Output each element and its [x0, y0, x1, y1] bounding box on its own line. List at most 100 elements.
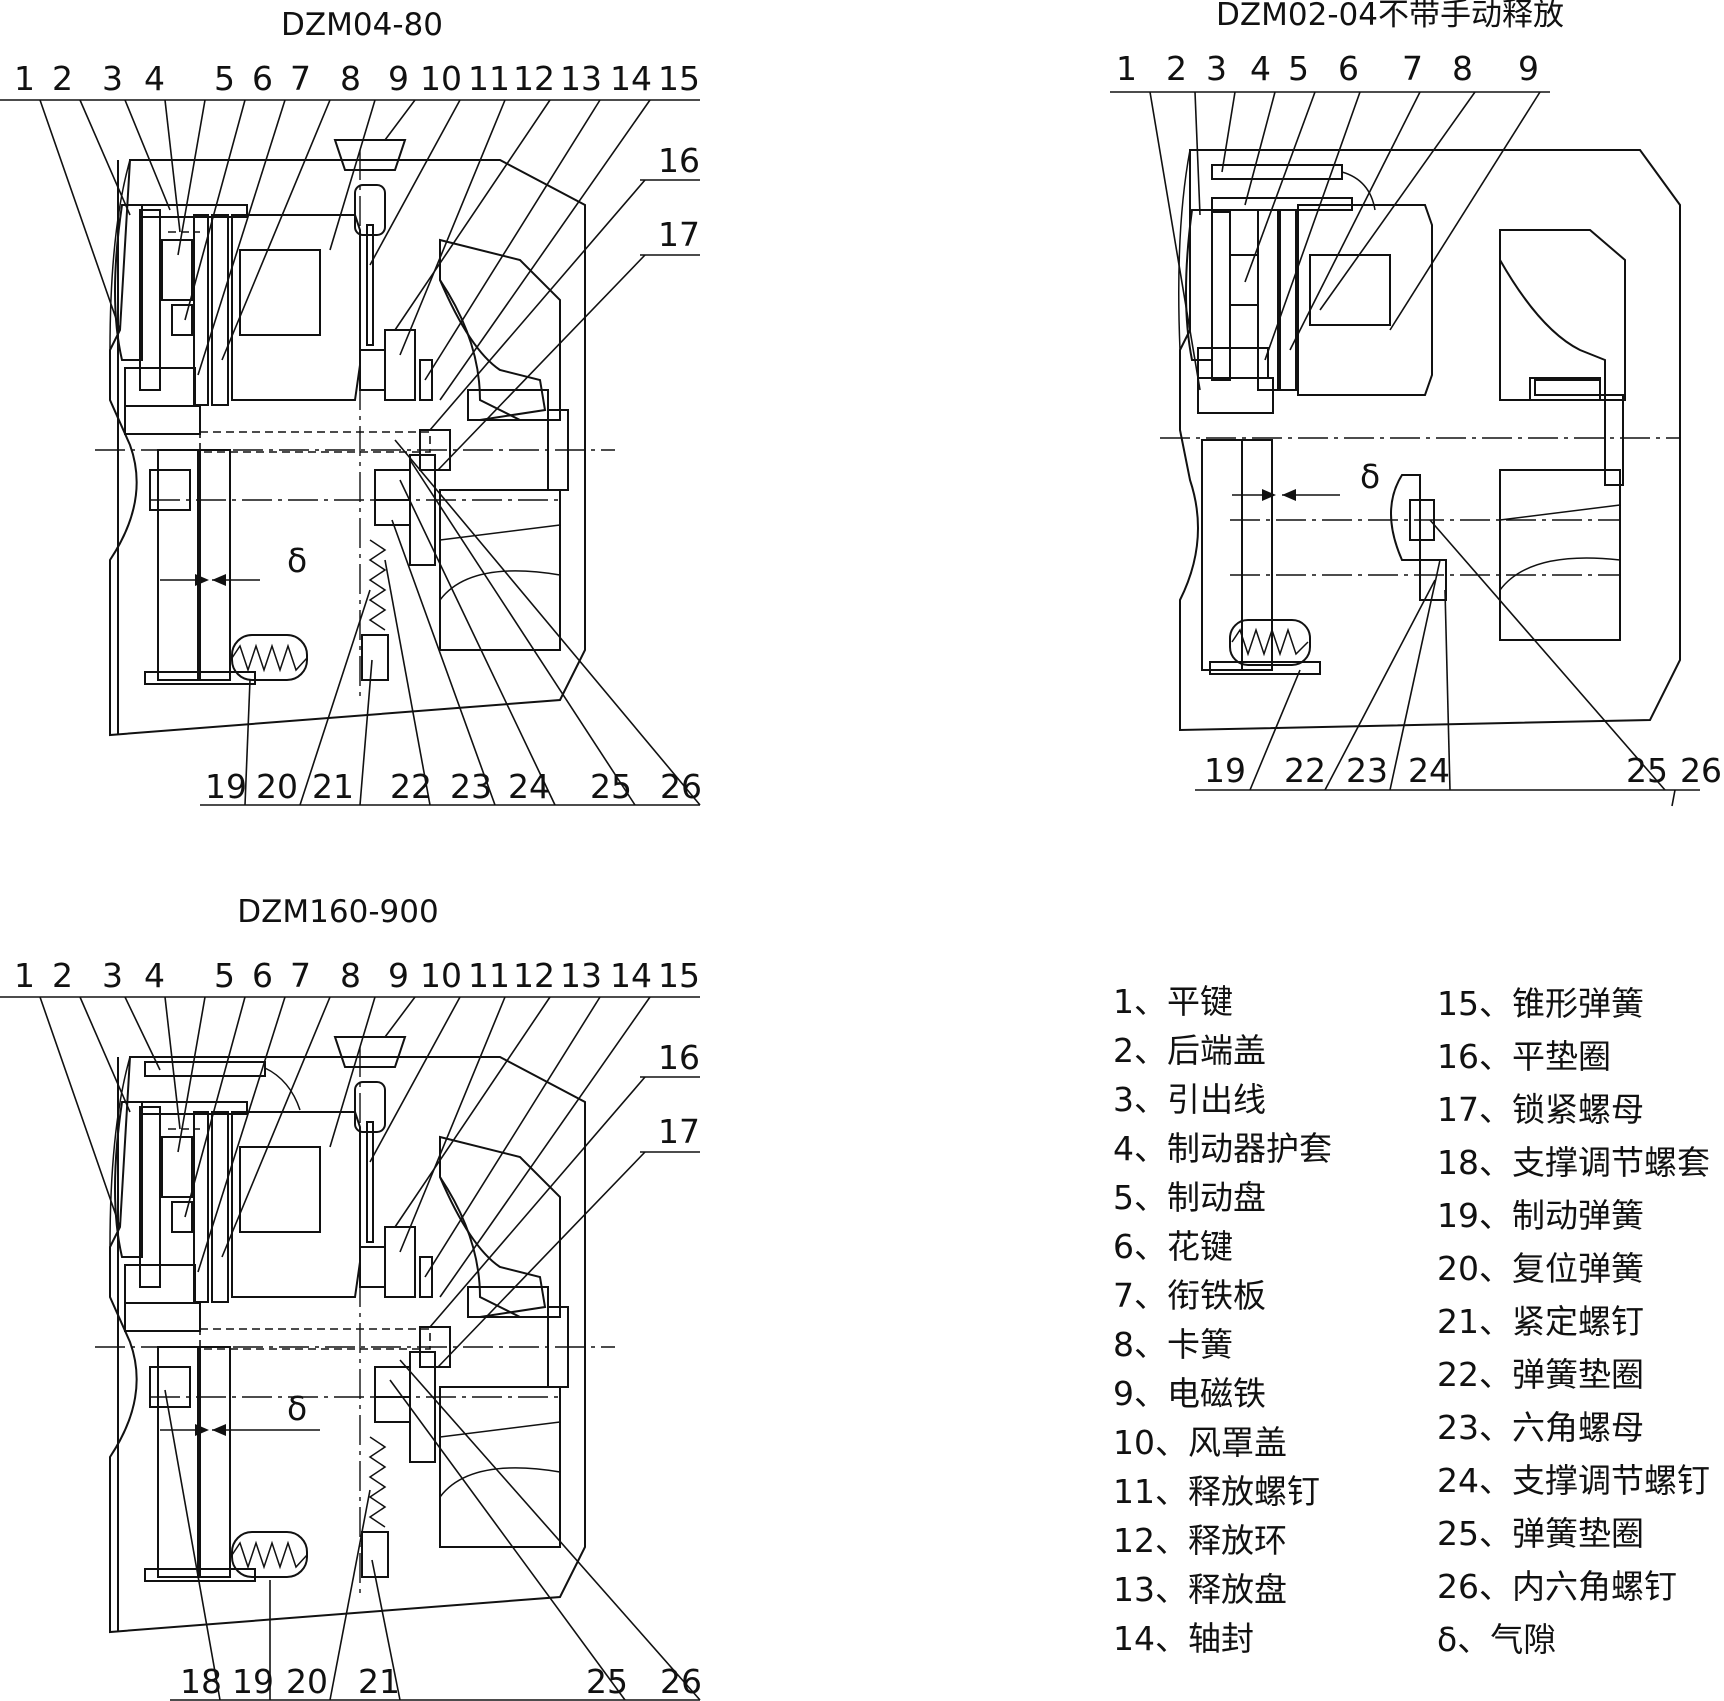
legend-item: 20、复位弹簧 [1437, 1249, 1644, 1288]
bottom-leader-lines [244, 439, 701, 806]
legend-item: 12、释放环 [1113, 1521, 1287, 1560]
part-label: 3 [1206, 49, 1227, 88]
part-label: 7 [290, 956, 311, 995]
part-label: 18 [180, 1662, 222, 1701]
brake-section-drawing [1160, 149, 1681, 732]
legend-item: 10、风罩盖 [1113, 1423, 1287, 1462]
diagram-title: DZM04-80 [281, 7, 443, 43]
part-label: 2 [52, 59, 73, 98]
legend-item: 22、弹簧垫圈 [1437, 1355, 1644, 1394]
part-label: 19 [1204, 751, 1246, 790]
legend-item: 9、电磁铁 [1113, 1374, 1266, 1413]
bottom-leader-lines [164, 1359, 701, 1701]
top-part-labels: 1 2 3 4 5 6 7 8 9 10 11 12 13 14 15 [14, 59, 700, 98]
diagram-dzm04-80: DZM04-80 1 2 3 4 5 6 7 8 9 10 11 12 13 1… [0, 7, 702, 806]
legend-item: 23、六角螺母 [1437, 1408, 1644, 1447]
top-part-labels: 1 2 3 4 5 6 7 8 9 10 11 12 13 14 15 [14, 956, 700, 995]
top-leader-lines [39, 996, 651, 1298]
part-label: 13 [560, 956, 602, 995]
part-label: 3 [102, 956, 123, 995]
legend-item: 26、内六角螺钉 [1437, 1567, 1677, 1606]
legend-item: 17、锁紧螺母 [1437, 1090, 1644, 1129]
diagram-dzm02-04: DZM02-04不带手动释放 [1110, 0, 1722, 807]
legend-item: 5、制动盘 [1113, 1178, 1266, 1217]
part-label: 6 [252, 59, 273, 98]
legend-item: 11、释放螺钉 [1113, 1472, 1320, 1511]
brake-section-drawing [94, 139, 616, 736]
part-label: 8 [340, 59, 361, 98]
part-label: 5 [214, 956, 235, 995]
part-label: 7 [290, 59, 311, 98]
part-label: 16 [658, 141, 700, 180]
part-label: 11 [468, 59, 510, 98]
part-label: 4 [144, 59, 165, 98]
bottom-part-labels: 19 20 21 22 23 24 25 26 [205, 767, 702, 806]
part-label: 6 [252, 956, 273, 995]
part-label: 1 [14, 59, 35, 98]
part-label: 9 [388, 956, 409, 995]
part-label: 10 [420, 59, 462, 98]
part-label: 9 [388, 59, 409, 98]
legend-item: 15、锥形弹簧 [1437, 984, 1644, 1023]
part-label: 15 [658, 956, 700, 995]
air-gap-symbol: δ [287, 1389, 307, 1428]
legend-item: 21、紧定螺钉 [1437, 1302, 1644, 1341]
legend-item: 4、制动器护套 [1113, 1129, 1332, 1168]
part-label: 19 [232, 1662, 274, 1701]
legend-item: 2、后端盖 [1113, 1031, 1266, 1070]
part-label: 5 [1288, 49, 1309, 88]
diagram-title: DZM160-900 [237, 894, 438, 930]
part-label: 25 [590, 767, 632, 806]
part-label: 16 [658, 1038, 700, 1077]
part-label: 6 [1338, 49, 1359, 88]
legend-item: 13、释放盘 [1113, 1570, 1287, 1609]
part-label: 12 [513, 956, 555, 995]
part-label: 22 [1284, 751, 1326, 790]
part-label: 11 [468, 956, 510, 995]
part-label: 8 [1452, 49, 1473, 88]
part-label: 22 [390, 767, 432, 806]
part-label: 8 [340, 956, 361, 995]
air-gap-symbol: δ [287, 541, 307, 580]
diagram-dzm160-900: DZM160-900 1 2 3 4 5 6 7 8 9 10 11 12 13… [0, 894, 702, 1701]
part-label: 20 [256, 767, 298, 806]
legend-item: 6、花键 [1113, 1227, 1233, 1266]
legend-item: 19、制动弹簧 [1437, 1196, 1644, 1235]
part-label: 19 [205, 767, 247, 806]
part-label: 23 [450, 767, 492, 806]
bottom-part-labels: 19 22 23 24 25 26 [1204, 751, 1722, 790]
part-label: 3 [102, 59, 123, 98]
brake-section-drawing [94, 1036, 616, 1633]
part-label: 24 [508, 767, 550, 806]
legend-item: 7、衔铁板 [1113, 1276, 1266, 1315]
legend-item: 16、平垫圈 [1437, 1037, 1611, 1076]
part-label: 24 [1408, 751, 1450, 790]
legend-item: 24、支撑调节螺钉 [1437, 1461, 1710, 1500]
part-label: 12 [513, 59, 555, 98]
part-label: 26 [1680, 751, 1722, 790]
air-gap-symbol: δ [1360, 457, 1380, 496]
part-label: 4 [1250, 49, 1271, 88]
bottom-part-labels: 18 19 20 21 25 26 [180, 1662, 702, 1701]
legend-item: 8、卡簧 [1113, 1325, 1233, 1364]
part-label: 7 [1402, 49, 1423, 88]
part-label: 1 [1116, 49, 1137, 88]
part-label: 23 [1346, 751, 1388, 790]
part-label: 2 [1166, 49, 1187, 88]
part-label: 2 [52, 956, 73, 995]
part-label: 14 [610, 956, 652, 995]
part-label: 20 [286, 1662, 328, 1701]
legend-item: 18、支撑调节螺套 [1437, 1143, 1710, 1182]
top-part-labels: 1 2 3 4 5 6 7 8 9 [1116, 49, 1539, 88]
part-label: 14 [610, 59, 652, 98]
part-label: 4 [144, 956, 165, 995]
bottom-leader-lines [1249, 519, 1676, 807]
part-label: 17 [658, 1112, 700, 1151]
part-label: 21 [312, 767, 354, 806]
legend-item: 3、引出线 [1113, 1080, 1266, 1119]
part-label: 1 [14, 956, 35, 995]
top-leader-lines [1149, 91, 1541, 391]
legend-item: 25、弹簧垫圈 [1437, 1514, 1644, 1553]
legend-item: δ、气隙 [1437, 1620, 1557, 1659]
